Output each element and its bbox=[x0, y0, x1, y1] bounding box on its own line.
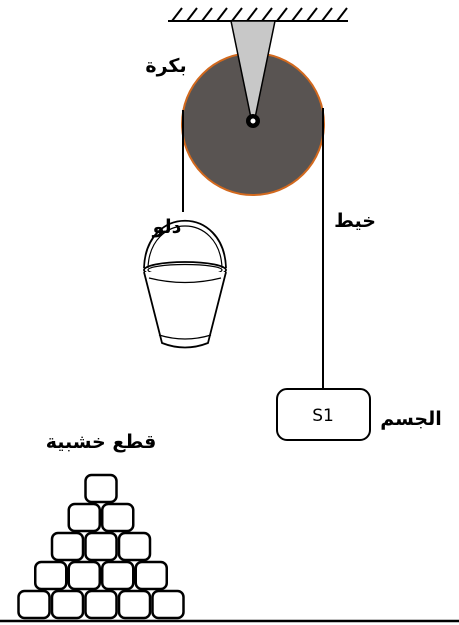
ceiling bbox=[168, 7, 348, 22]
wood-block bbox=[17, 589, 51, 620]
wood-block bbox=[67, 560, 101, 591]
label-bucket: دلو bbox=[152, 216, 182, 238]
bucket-body bbox=[143, 271, 227, 349]
wood-block bbox=[134, 560, 168, 591]
label-body-name: S1 bbox=[312, 406, 334, 426]
wood-block bbox=[84, 589, 118, 620]
wood-block bbox=[84, 531, 118, 562]
label-body: الجسم bbox=[380, 408, 442, 430]
wood-block bbox=[50, 531, 85, 562]
wood-block bbox=[117, 589, 152, 620]
wood-block bbox=[101, 560, 135, 591]
label-wood-blocks: قطع خشبية bbox=[46, 431, 157, 453]
wood-block bbox=[151, 589, 185, 620]
label-rope: خيط bbox=[334, 210, 376, 232]
wood-blocks-stack bbox=[17, 473, 185, 620]
bucket-handle bbox=[143, 220, 227, 269]
body-s1-box bbox=[276, 388, 371, 441]
wood-block bbox=[50, 589, 85, 620]
pulley-axle-center bbox=[250, 118, 256, 124]
bucket bbox=[143, 220, 227, 349]
wood-block bbox=[101, 502, 135, 533]
wood-block bbox=[34, 560, 68, 591]
wood-block bbox=[67, 502, 101, 533]
wood-block bbox=[84, 473, 118, 504]
wood-block bbox=[117, 531, 152, 562]
label-pulley: بكرة bbox=[145, 55, 186, 77]
